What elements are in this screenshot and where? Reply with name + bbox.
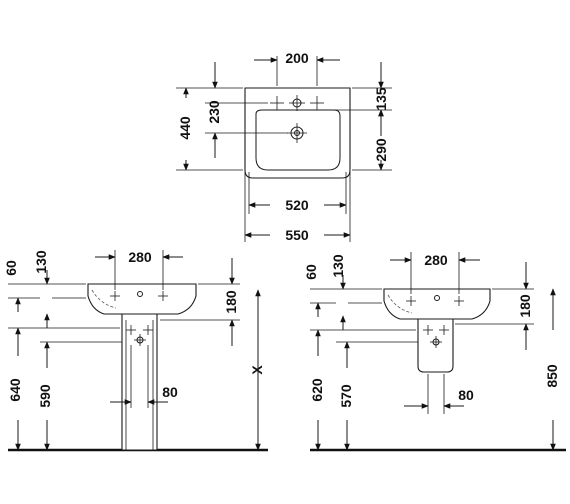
tap-hole-left xyxy=(270,96,284,110)
dim-back-to-bowl-label: 135 xyxy=(373,87,389,111)
dim-rim-height-label-right: 620 xyxy=(309,378,325,402)
dim-520: 520 xyxy=(248,172,347,214)
bowl-curve xyxy=(91,289,117,309)
top-view: 200 440 230 135 xyxy=(176,50,392,243)
dim-waste-offset-label-right: 80 xyxy=(458,387,474,403)
drain-icon xyxy=(287,123,307,143)
dim-290: 290 xyxy=(352,109,392,171)
pedestal-view: 280 60 130 180 640 xyxy=(3,249,268,452)
basin-side-outline xyxy=(87,283,197,315)
dim-x: X xyxy=(249,289,265,451)
basin-side-outline-right xyxy=(383,288,491,320)
dim-590: 590 xyxy=(37,341,53,451)
tap-hole-center xyxy=(289,95,305,111)
dim-620: 620 xyxy=(309,329,325,451)
dim-130-left: 130 xyxy=(33,250,50,328)
dim-rim-top-label: 60 xyxy=(3,260,19,276)
dim-waste-drop-label-right: 180 xyxy=(517,294,533,318)
dim-waste-height-label: 590 xyxy=(37,384,53,408)
dim-280-right: 280 xyxy=(390,252,480,294)
dim-280-left: 280 xyxy=(95,249,183,290)
dim-overall-width-label: 550 xyxy=(285,227,309,243)
tap-hole-right xyxy=(310,96,324,110)
tap-marks xyxy=(110,291,168,301)
dim-rim-height-label: 640 xyxy=(7,378,23,402)
tap-holes xyxy=(270,95,324,111)
dim-bowl-depth-label: 290 xyxy=(373,138,389,162)
dim-waste-offset-label: 80 xyxy=(162,384,178,400)
supply-marks-right xyxy=(423,325,449,348)
dim-135: 135 xyxy=(325,62,392,136)
dim-570: 570 xyxy=(338,341,354,451)
dim-variable-height-label: X xyxy=(249,365,265,375)
dim-tap-spacing-label: 200 xyxy=(285,50,309,66)
dim-80-left: 80 xyxy=(110,345,178,408)
dim-waste-height-label-right: 570 xyxy=(338,384,354,408)
dim-640: 640 xyxy=(7,327,23,451)
dim-overall-height-label: 850 xyxy=(544,364,560,388)
dim-overall-depth-label: 440 xyxy=(177,116,193,140)
dim-850: 850 xyxy=(544,288,560,451)
semi-pedestal xyxy=(417,318,454,373)
supply-marks xyxy=(126,325,153,346)
dim-waste-drop-label: 180 xyxy=(223,290,239,314)
bowl-curve-right xyxy=(387,294,413,314)
dim-80-right: 80 xyxy=(404,374,474,414)
dim-tap-offset-label: 280 xyxy=(128,249,152,265)
dim-60-right: 60 xyxy=(303,264,321,317)
wall-view: 280 60 130 180 620 xyxy=(303,252,566,452)
dim-60-left: 60 xyxy=(3,260,21,312)
tap-marks-right xyxy=(406,295,464,306)
dim-130-right: 130 xyxy=(330,254,346,330)
dim-depth-to-tap-label: 230 xyxy=(206,100,222,124)
dim-440: 440 xyxy=(176,87,243,171)
bowl-outline xyxy=(255,109,341,171)
dim-rim-top-label-right: 60 xyxy=(303,264,319,280)
dim-180-left: 180 xyxy=(160,258,240,346)
dim-rim-to-overflow-label-right: 130 xyxy=(330,254,346,278)
dim-tap-offset-label-right: 280 xyxy=(424,252,448,268)
pedestal-column xyxy=(121,313,158,451)
dim-200: 200 xyxy=(254,50,340,86)
dim-550: 550 xyxy=(244,172,351,243)
dim-inner-width-label: 520 xyxy=(285,197,309,213)
dim-rim-to-overflow-label: 130 xyxy=(33,250,49,274)
dim-180-right: 180 xyxy=(455,262,534,350)
dim-230: 230 xyxy=(205,62,288,158)
